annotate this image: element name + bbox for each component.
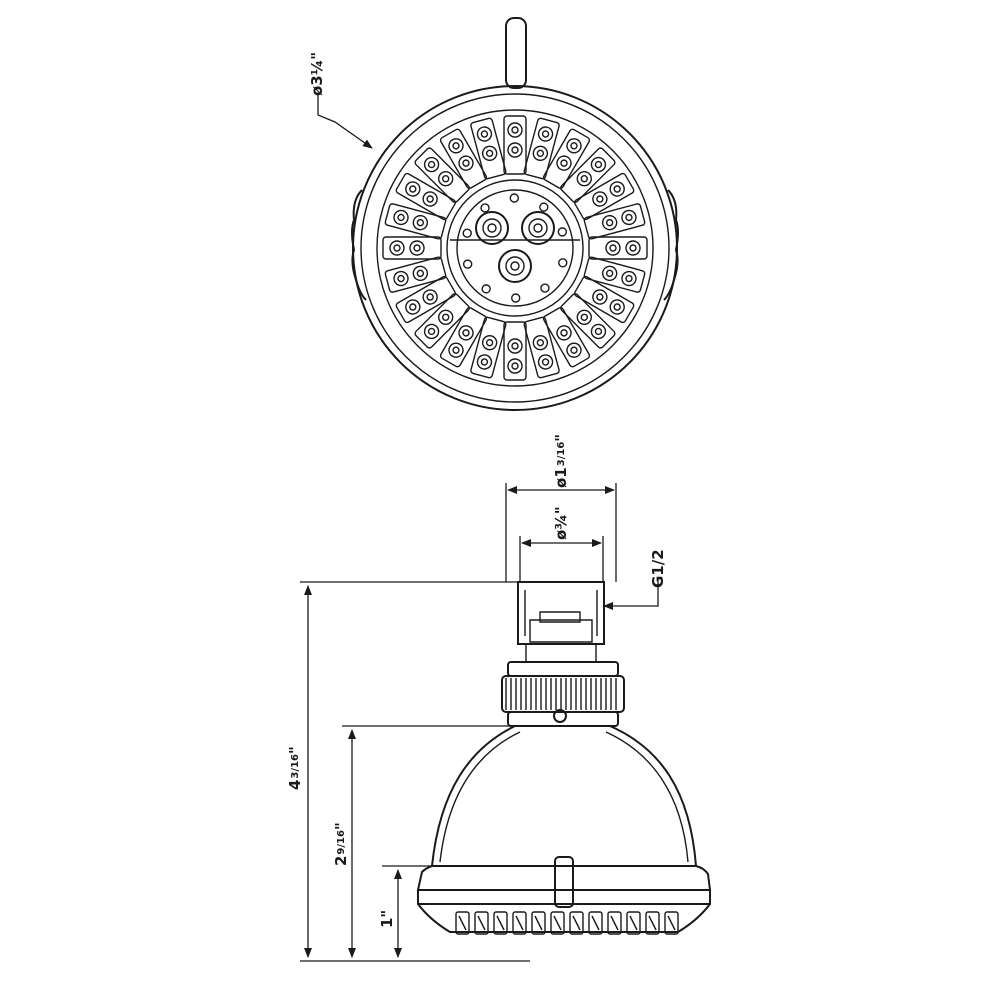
top-face-ring xyxy=(376,109,654,387)
face-nozzle xyxy=(588,911,603,935)
hub-dot xyxy=(481,284,491,294)
thread-label: G1/2 xyxy=(649,549,667,588)
nozzle-slot xyxy=(542,306,591,368)
nozzle-slot xyxy=(573,275,635,324)
nozzle-slot xyxy=(395,172,457,221)
side-view: ø13/16" ø¾" G1/2 xyxy=(286,434,712,962)
nozzle-slot xyxy=(542,128,591,190)
nozzle-slot xyxy=(414,293,470,349)
top-left-grip xyxy=(351,189,367,301)
nozzle-slot xyxy=(503,115,527,175)
knurl-lines xyxy=(505,678,617,710)
hub-dot xyxy=(462,259,473,269)
top-view: ø3¼" xyxy=(308,17,679,411)
nozzle-slot xyxy=(523,316,560,379)
nozzle-slot xyxy=(583,256,646,293)
nozzle-slot xyxy=(470,316,507,379)
nozzle-slot xyxy=(588,236,648,260)
hub-dot xyxy=(480,203,490,213)
top-right-grip xyxy=(663,189,679,301)
hub-dot xyxy=(558,258,568,268)
nozzle-slot xyxy=(382,236,442,260)
nozzle-slot xyxy=(395,275,457,324)
top-hub-inner xyxy=(456,189,574,307)
nozzle-slot xyxy=(560,293,616,349)
rim-tab xyxy=(554,856,574,908)
neck-outer-dim: ø13/16" xyxy=(552,434,570,488)
face-nozzle xyxy=(455,911,470,935)
thread-leader xyxy=(603,580,659,610)
nozzle-slot xyxy=(384,203,447,240)
hub-dot xyxy=(462,228,472,238)
dome-height-dim: 29/16" xyxy=(332,822,350,866)
spray-face-nozzles xyxy=(455,911,679,935)
top-nozzle-ring xyxy=(382,115,648,381)
set-screw xyxy=(553,709,567,723)
top-center-jets xyxy=(450,211,580,283)
nozzle-slot xyxy=(470,117,507,180)
hub-dot xyxy=(511,293,521,303)
face-nozzle xyxy=(512,911,527,935)
hub-dot xyxy=(557,227,568,237)
face-nozzle xyxy=(550,911,565,935)
threaded-connector xyxy=(517,581,605,645)
dome-body xyxy=(430,725,698,867)
hub-dot xyxy=(540,283,550,293)
top-inner-ring xyxy=(360,93,670,403)
nozzle-slot xyxy=(439,128,488,190)
nozzle-slot xyxy=(573,172,635,221)
hub-dot xyxy=(509,193,519,203)
top-callout-leader xyxy=(317,95,373,149)
top-stem xyxy=(505,17,527,89)
face-nozzle xyxy=(474,911,489,935)
face-nozzle xyxy=(493,911,508,935)
top-hub-ring xyxy=(446,179,584,317)
face-nozzle xyxy=(664,911,679,935)
nozzle-slot xyxy=(503,321,527,381)
nozzle-slot xyxy=(560,147,616,203)
overall-height-dim: 43/16" xyxy=(286,746,304,790)
top-hub-dots xyxy=(462,193,568,303)
nozzle-slot xyxy=(384,256,447,293)
neck-inner-dim: ø¾" xyxy=(552,506,570,540)
nozzle-slot xyxy=(523,117,560,180)
face-nozzle xyxy=(607,911,622,935)
face-nozzle xyxy=(645,911,660,935)
nozzle-slot xyxy=(583,203,646,240)
face-nozzle xyxy=(569,911,584,935)
top-outer-ring xyxy=(352,85,678,411)
face-nozzle xyxy=(531,911,546,935)
collar xyxy=(507,661,619,677)
top-callout-dim: ø3¼" xyxy=(308,52,326,96)
nozzle-slot xyxy=(439,306,488,368)
face-rim xyxy=(416,865,712,891)
face-nozzle xyxy=(626,911,641,935)
rim-height-dim: 1" xyxy=(378,910,396,928)
hub-dot xyxy=(539,202,549,212)
nozzle-slot xyxy=(414,147,470,203)
